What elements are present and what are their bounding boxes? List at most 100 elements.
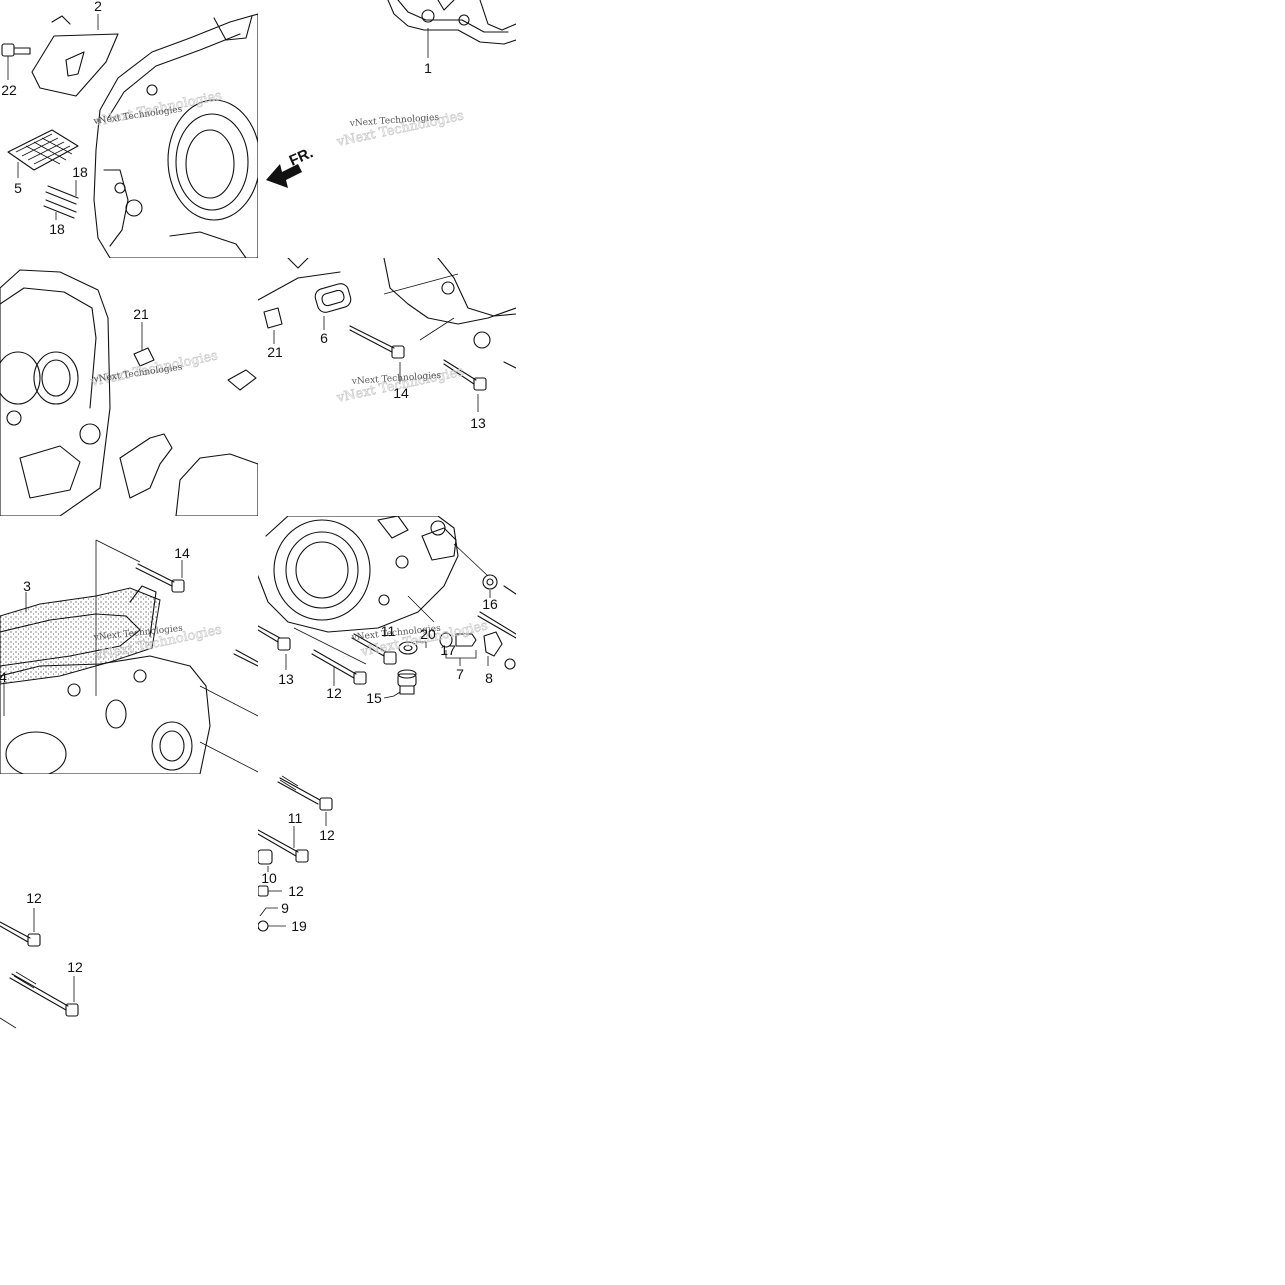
bolt-shank [258,625,281,643]
bolt-head [27,933,41,947]
callout-label: 7 [456,666,464,682]
sealing-washer-hole [403,644,413,652]
crankcase-inner-edge [397,0,509,33]
bolt-thread [279,775,299,791]
callout-label: 21 [267,344,283,360]
diagram-tile-lower-left: vNext Technologies vNext Technologies 14… [0,516,258,774]
callout-label: 10 [261,870,277,886]
bolt-shank [477,611,516,639]
callout-label: 22 [1,82,17,98]
callout-label: 20 [420,626,436,642]
crankcase-rim [0,287,97,409]
crankcase-tab [287,258,309,269]
crankcase-pocket [19,445,81,499]
tile-svg: vNext Technologies vNext Technologies 21 [0,269,258,516]
bearing-bore-outer [273,519,371,621]
guide-line [453,543,489,577]
bearing-bore-inner [175,113,249,211]
bolt-head [277,637,291,651]
bearing-bore-core [185,129,235,199]
dowel-hole [125,199,143,217]
callout-label: 21 [133,306,149,322]
gasket-tab [227,369,257,391]
bolt-head [65,1003,79,1017]
bolt-hole [6,410,22,426]
crankcase-fragment [175,453,258,516]
callout-label: 11 [288,810,303,826]
callout-label: 12 [288,883,304,899]
bolt-hole [67,683,81,697]
bolt-hole [133,669,147,683]
diagram-tile-middle-left: vNext Technologies vNext Technologies 21 [0,258,258,516]
bolt-shank [258,829,299,857]
crankcase-edge [383,258,516,325]
bolt-hole [458,14,470,26]
bolt-shank [9,973,69,1011]
callout-label: 4 [0,669,7,685]
bearing-bore [0,351,41,405]
bolt-hole [421,9,435,23]
crankcase-edge [387,0,516,45]
leader-line [259,907,278,917]
drain-plug-thread [399,685,415,695]
bearing-bore [33,351,79,405]
guide-line [419,317,455,341]
bearing-bore-inner [159,730,185,762]
dowel-pin [45,185,79,205]
callout-label: 13 [470,415,486,431]
gasket-inner-edge [0,613,141,667]
callout-label: 1 [424,60,432,76]
bolt-hole [146,84,158,96]
bearing-bore [151,721,193,771]
callout-label: 3 [23,578,31,594]
guide-line [95,539,141,563]
callout-label: 14 [393,385,409,401]
mount-boss [421,527,457,561]
bolt-head [383,651,397,665]
gasket-line [258,271,341,301]
crankcase-flange [103,169,129,247]
bolt-head [353,671,367,685]
callout-label: 18 [72,164,88,180]
bolt-hole [378,594,390,606]
bolt-head [391,345,405,359]
strainer-screen-part [7,129,79,171]
mount-boss [377,516,409,539]
bolt-shank [135,563,175,587]
guide-line [199,741,258,773]
callout-label: 12 [67,959,83,975]
bearing-bore [5,731,67,774]
tile-svg: vNext Technologies vNext Technologies 14… [0,539,258,774]
oil-seal-inner [321,289,345,307]
tile-svg: vNext Technologies vNext Technologies FR… [266,0,516,188]
drain-plug-part [397,673,417,687]
crankcase-half-outline [0,655,211,774]
bolt-shank [503,361,516,369]
diagram-tile-top-right: vNext Technologies vNext Technologies FR… [258,0,516,258]
sealing-washer-part [398,641,418,655]
front-direction-arrow-icon [266,164,302,188]
callout-label: 6 [320,330,328,346]
guide-line [407,595,435,623]
guide-line [199,685,258,717]
bearing-bore [105,699,127,729]
crankcase-boss [213,15,253,41]
diagram-tile-middle-right: vNext Technologies vNext Technologies 21… [258,258,516,516]
bolt-head [319,797,333,811]
tile-svg: 12 12 [0,890,83,1029]
crankcase-rib [437,0,455,11]
front-direction-label: FR. [287,144,316,169]
sealing-washer-hole [486,578,494,586]
bolt-shank [349,329,393,353]
bearing-bore-inner [41,359,71,397]
callout-label: 16 [482,596,498,612]
tile-svg: vNext Technologies vNext Technologies 16… [258,516,516,706]
bolt-shank [349,325,395,349]
crankcase-rim [107,33,241,119]
tile-svg: vNext Technologies vNext Technologies 2 … [1,0,258,258]
bolt-hole [430,520,446,536]
bolt-head [295,849,309,863]
diagram-tile-top-left: vNext Technologies vNext Technologies 2 … [0,0,258,258]
callout-label: 2 [94,0,102,14]
